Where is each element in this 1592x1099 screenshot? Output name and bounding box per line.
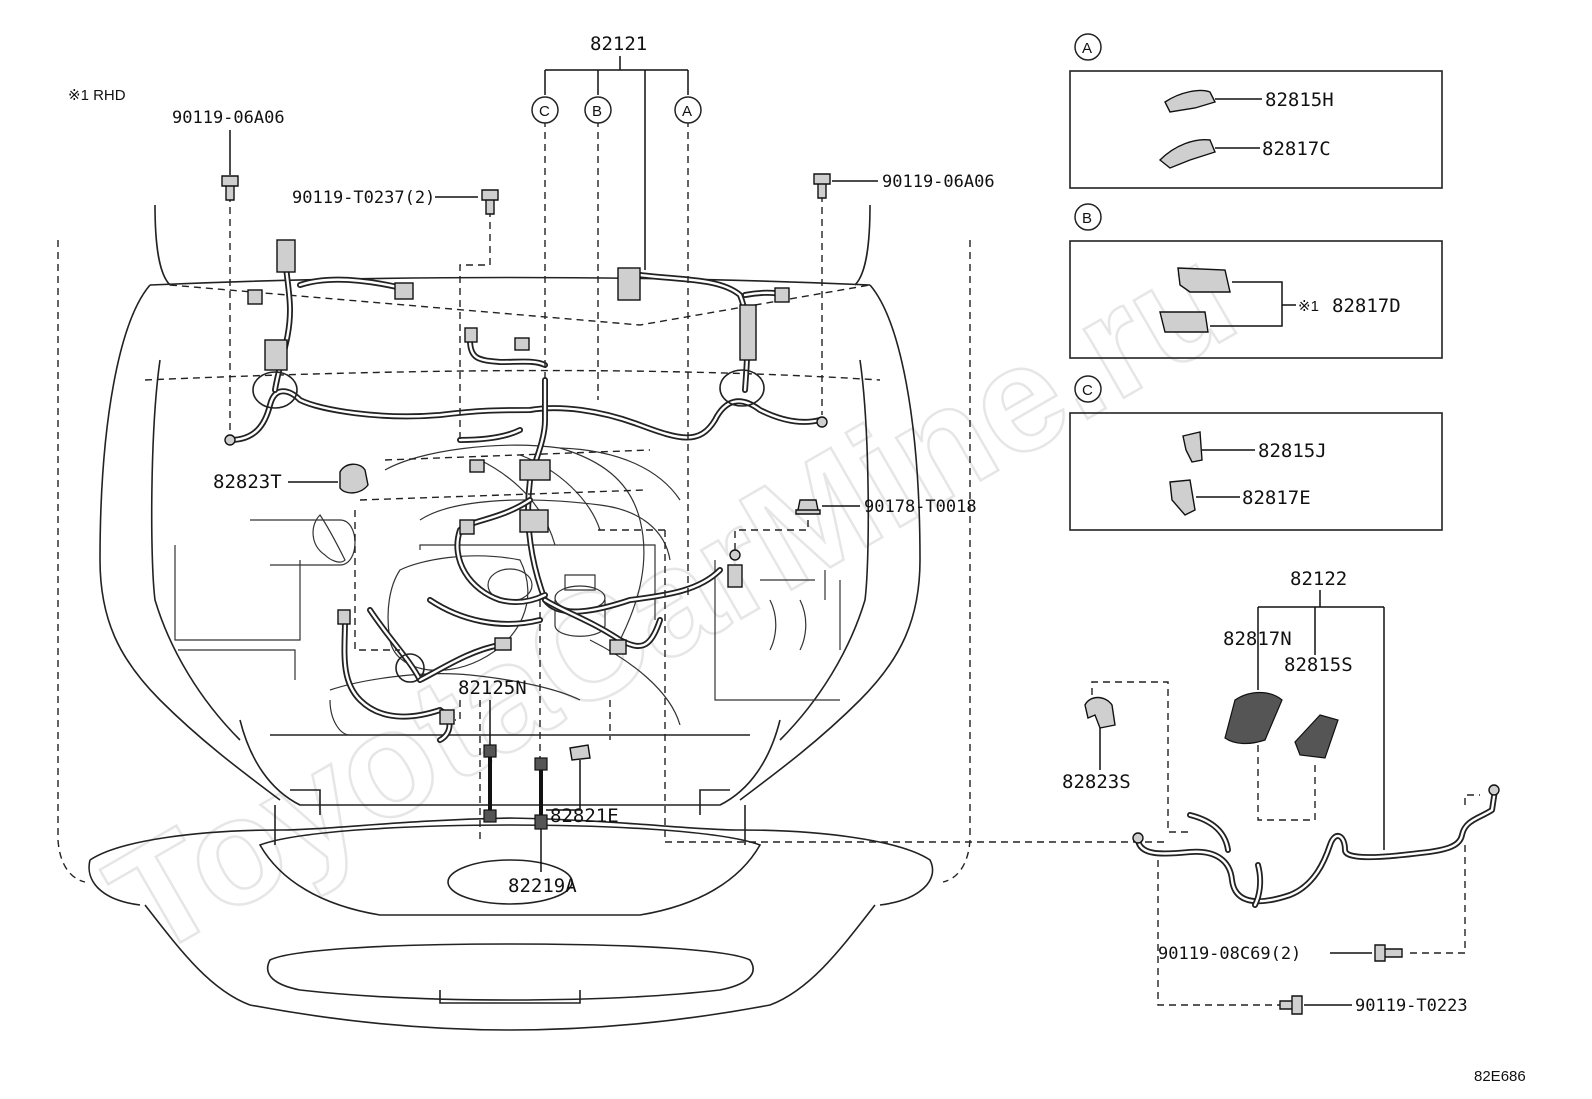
label-bolt-bottom-2: 90119-T0223 — [1355, 996, 1468, 1016]
callout-nut: 90178-T0018 — [795, 497, 977, 517]
bolt-icon — [481, 189, 499, 215]
branch-circle-c — [531, 96, 559, 124]
connector-icon — [1164, 89, 1216, 113]
connector-82815S-icon — [1294, 714, 1339, 759]
protector-icon — [339, 463, 369, 494]
main-harness-82121 — [224, 239, 828, 743]
vehicle-body — [57, 204, 971, 1031]
clip-icon — [569, 744, 591, 761]
detail-box-c: C 82815J 82817E — [1069, 375, 1443, 531]
rhd-note: ※1 RHD — [68, 87, 126, 104]
branch-circle-a — [674, 96, 702, 124]
callout-82125N: 82125N — [458, 677, 527, 823]
detail-letter-b: B — [1082, 210, 1092, 227]
harness-82122: 82122 82817N 82815S 82823S 90119-08C69(2… — [1062, 568, 1500, 1016]
callout-82219A: 82219A — [508, 757, 577, 897]
bolt-icon — [1374, 944, 1403, 962]
bolt-icon — [221, 175, 239, 201]
label-82122: 82122 — [1290, 568, 1347, 590]
label-82121: 82121 — [590, 33, 647, 55]
label-82817N: 82817N — [1223, 628, 1292, 650]
callout-bolt-right: 90119-06A06 — [813, 172, 995, 199]
label-nut: 90178-T0018 — [864, 497, 977, 517]
label-bolt-left: 90119-06A06 — [172, 108, 285, 128]
nut-icon — [795, 499, 821, 515]
connector-icon — [483, 744, 497, 758]
connector-icon — [1177, 267, 1231, 293]
bolt-icon — [1279, 995, 1303, 1015]
connector-icon — [483, 809, 497, 823]
detail-letter-c: C — [1082, 382, 1093, 399]
label-82821E: 82821E — [550, 805, 619, 827]
diagram-code: 82E686 — [1474, 1068, 1526, 1085]
detail-letter-a: A — [1082, 40, 1092, 57]
connector-icon — [1182, 431, 1203, 463]
label-bolt-mid: 90119-T0237(2) — [292, 188, 435, 208]
branch-label-a: A — [682, 103, 692, 120]
clamp-icon — [1084, 696, 1116, 729]
part-82815H: 82815H — [1265, 89, 1334, 111]
callout-bolt-left: 90119-06A06 — [172, 108, 285, 201]
detail-box-a: A 82815H 82817C — [1069, 33, 1443, 189]
part-82817E: 82817E — [1242, 487, 1311, 509]
callout-bolt-mid: 90119-T0237(2) — [292, 188, 499, 215]
branch-label-c: C — [539, 103, 550, 120]
connector-icon — [534, 814, 548, 830]
bolt-icon — [813, 173, 831, 199]
branch-label-b: B — [592, 103, 602, 120]
label-bolt-bottom-1: 90119-08C69(2) — [1158, 944, 1301, 964]
watermark: ToyotaCarMine.ru — [82, 210, 1261, 988]
part-rhd-mark: ※1 — [1298, 298, 1319, 315]
label-bolt-right: 90119-06A06 — [882, 172, 995, 192]
connector-82817N-icon — [1224, 691, 1283, 745]
detail-box-b: B ※1 82817D — [1069, 203, 1443, 359]
label-82823T: 82823T — [213, 471, 282, 493]
part-82817D: 82817D — [1332, 295, 1401, 317]
fuse-holder-icon — [534, 757, 548, 771]
callout-82821E: 82821E — [546, 744, 619, 827]
part-82817C: 82817C — [1262, 138, 1331, 160]
callout-82823T: 82823T — [213, 463, 369, 494]
branch-reference-lines — [229, 120, 1165, 843]
label-82125N: 82125N — [458, 677, 527, 699]
label-82823S: 82823S — [1062, 771, 1131, 793]
label-82219A: 82219A — [508, 875, 577, 897]
part-82815J: 82815J — [1258, 440, 1327, 462]
connector-icon — [1158, 138, 1216, 169]
label-82815S: 82815S — [1284, 654, 1353, 676]
branch-circle-b — [584, 96, 612, 124]
connector-icon — [1169, 479, 1196, 516]
callout-82121: 82121 C B A — [531, 33, 702, 270]
connector-icon — [1159, 311, 1209, 333]
